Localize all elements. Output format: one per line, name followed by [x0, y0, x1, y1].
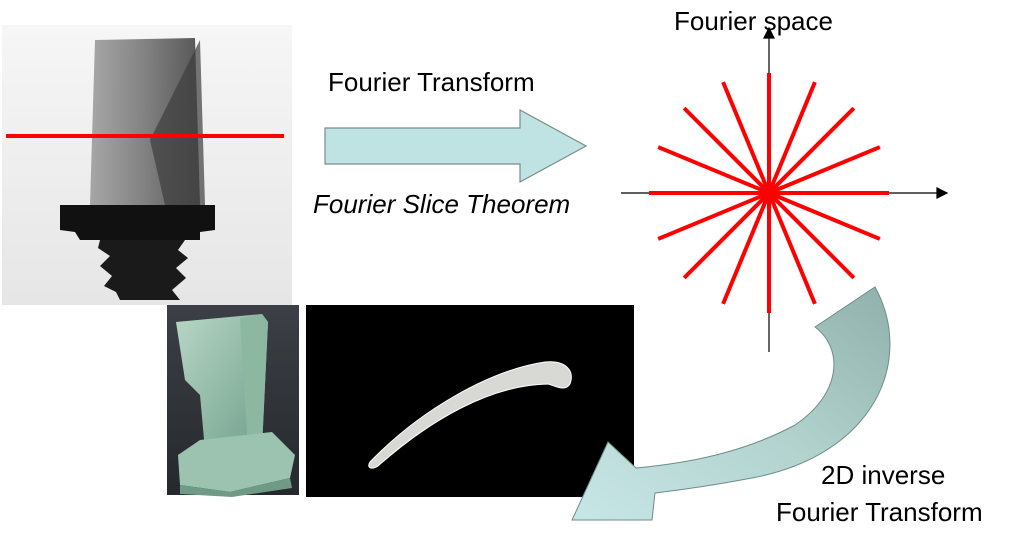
fourier-space-label: Fourier space: [674, 6, 833, 36]
inverse-transform-arrow: [571, 286, 891, 521]
fourier-axes: [621, 26, 949, 352]
cross-section-image: [306, 305, 634, 497]
forward-transform-label: Fourier Transform: [328, 67, 535, 97]
reconstructed-3d-model: [167, 305, 299, 497]
fourier-slice-line: [657, 145, 881, 241]
forward-arrow: [324, 108, 588, 184]
inverse-transform-label-line1: 2D inverse: [821, 460, 946, 490]
xray-projection-image: [2, 25, 292, 305]
theorem-label: Fourier Slice Theorem: [313, 189, 571, 219]
fourier-slices: [649, 73, 889, 313]
inverse-transform-label-line2: Fourier Transform: [776, 497, 983, 527]
